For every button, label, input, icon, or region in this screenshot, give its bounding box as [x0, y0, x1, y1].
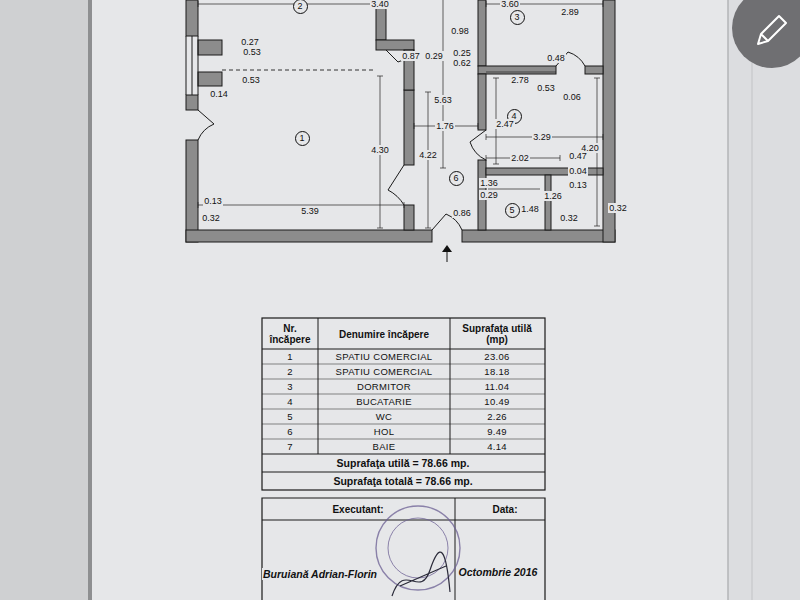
- dimension-label: 0.86: [452, 208, 472, 218]
- dimension-label: 0.13: [203, 196, 223, 206]
- dimension-label: 0.04: [568, 166, 588, 176]
- dimension-label: 0.27: [240, 37, 260, 47]
- dimension-label: 2.78: [510, 75, 530, 85]
- dimension-label: 0.29: [424, 51, 444, 61]
- room-number: 6: [453, 174, 458, 183]
- table-header: Suprafaţa utilă (mp): [453, 323, 541, 345]
- dimension-label: 1.36: [479, 178, 499, 188]
- signature-field: Executant:: [331, 504, 384, 515]
- dimension-label: 1.26: [543, 191, 563, 201]
- edit-button: [732, 0, 800, 68]
- dimension-label: 3.60: [500, 0, 520, 9]
- table-cell: 6: [287, 426, 293, 437]
- table-cell: 2.26: [487, 411, 507, 422]
- dimension-label: 4.30: [370, 145, 390, 155]
- table-cell: SPATIU COMERCIAL: [336, 366, 433, 377]
- entrance-arrow: [442, 245, 452, 262]
- dimension-label: 3.40: [370, 0, 390, 9]
- dimension-label: 2.02: [510, 153, 530, 163]
- table-cell: 23.06: [484, 351, 509, 362]
- dimension-label: 0.29: [479, 190, 499, 200]
- dimension-lines: [198, 0, 603, 228]
- dimension-label: 0.87: [401, 51, 421, 61]
- dimension-label: 5.63: [433, 95, 453, 105]
- table-cell: SPATIU COMERCIAL: [336, 351, 433, 362]
- right-pages: [728, 0, 800, 600]
- left-page: [0, 0, 88, 600]
- table-cell: BAIE: [373, 441, 396, 452]
- signature-box: [262, 498, 545, 600]
- signature-text: Octombrie 2016: [458, 566, 539, 578]
- dimension-label: 0.06: [562, 92, 582, 102]
- table-cell: 3: [287, 381, 293, 392]
- dimension-label: 0.14: [209, 89, 229, 99]
- dimension-label: 5.39: [300, 206, 320, 216]
- table-cell: 2: [287, 366, 293, 377]
- dimension-label: 0.25: [452, 48, 472, 58]
- room-number: 2: [297, 2, 302, 11]
- dimension-label: 0.53: [536, 83, 556, 93]
- table-cell: 7: [287, 441, 293, 452]
- page-edge: [727, 0, 729, 600]
- table-cell: 4: [287, 396, 293, 407]
- room-number-circle: 5: [505, 203, 520, 218]
- dimension-label: 0.47: [568, 151, 588, 161]
- area-total: Suprafaţa utilă = 78.66 mp.: [337, 457, 470, 469]
- dimension-label: 0.53: [242, 47, 262, 57]
- dimension-label: 1.48: [520, 204, 540, 214]
- dimension-label: 0.98: [450, 26, 470, 36]
- table-cell: 4.14: [487, 441, 507, 452]
- dimension-label: 0.13: [568, 180, 588, 190]
- dimension-label: 3.29: [532, 132, 552, 142]
- table-cell: DORMITOR: [357, 381, 411, 392]
- dimension-label: 2.89: [560, 7, 580, 17]
- room-number: 3: [514, 13, 519, 22]
- dimension-label: 0.48: [546, 53, 566, 63]
- dimension-label: 0.53: [241, 75, 261, 85]
- room-number: 1: [299, 134, 304, 143]
- dimension-label: 0.62: [452, 58, 472, 68]
- dimension-label: 4.22: [418, 150, 438, 160]
- walls: [186, 0, 615, 242]
- table-cell: BUCATARIE: [356, 396, 412, 407]
- dimension-label: 0.32: [201, 213, 221, 223]
- room-number-circle: 6: [449, 171, 464, 186]
- dimension-label: 1.76: [435, 121, 455, 131]
- area-table: [262, 318, 545, 490]
- table-cell: 1: [287, 351, 293, 362]
- page-edge: [752, 0, 753, 600]
- main-page: [92, 0, 728, 600]
- room-number: 5: [509, 206, 514, 215]
- table-header: Nr. încăpere: [263, 323, 317, 345]
- binding: [88, 0, 92, 600]
- room-number-circle: 2: [293, 0, 308, 14]
- table-header: Denumire încăpere: [339, 329, 429, 340]
- dimension-label: 2.47: [495, 119, 515, 129]
- table-cell: 10.49: [484, 396, 509, 407]
- room-number-circle: 3: [510, 10, 525, 25]
- table-cell: WC: [376, 411, 392, 422]
- room-number-circle: 1: [295, 131, 310, 146]
- table-cell: 5: [287, 411, 293, 422]
- dimension-label: 0.32: [608, 203, 628, 213]
- room-division: [222, 70, 376, 71]
- signature-text: Buruiană Adrian-Florin: [262, 568, 378, 580]
- table-cell: 18.18: [484, 366, 509, 377]
- dimension-label: 0.32: [559, 213, 579, 223]
- door-swings: [198, 50, 585, 230]
- signature-field: Data:: [491, 504, 518, 515]
- table-cell: 11.04: [485, 381, 510, 392]
- table-cell: HOL: [374, 426, 394, 437]
- signature-scribble: [392, 552, 450, 596]
- stamp: [376, 506, 460, 590]
- area-total: Suprafaţa totală = 78.66 mp.: [333, 475, 472, 487]
- window: [186, 36, 198, 95]
- table-cell: 9.49: [487, 426, 507, 437]
